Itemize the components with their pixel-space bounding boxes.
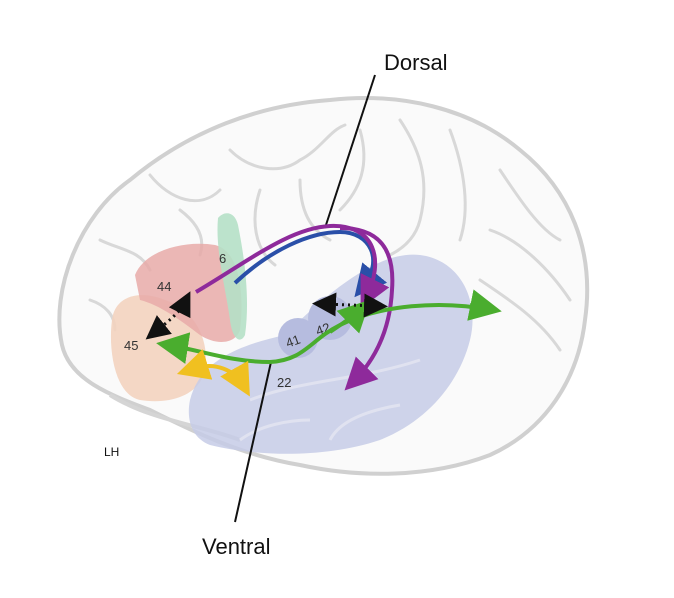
hemisphere-label: LH	[104, 445, 119, 459]
area-41-label: 41	[284, 332, 303, 351]
ventral-green-end-arrow	[467, 289, 502, 321]
dorsal-pointer-line	[324, 74, 376, 229]
ventral-pointer-line	[234, 361, 272, 523]
area-45-label: 45	[124, 338, 138, 353]
dorsal-purple-arrow-2	[339, 226, 395, 391]
area-22-label: 22	[277, 375, 291, 390]
frontal-dotted-arrow	[145, 291, 191, 340]
temporal-sulci	[239, 358, 421, 442]
temporal-region	[188, 254, 473, 454]
temporal-dotted-arrow	[312, 292, 388, 318]
dorsal-blue-arrow	[233, 229, 388, 298]
area-6-region	[217, 213, 248, 340]
area-6-label: 6	[219, 251, 226, 266]
dorsal-purple-arrow-1	[194, 223, 390, 309]
dorsal-label: Dorsal	[384, 50, 448, 75]
ventral-label: Ventral	[202, 534, 271, 559]
ventral-yellow-arrow	[176, 349, 250, 397]
area-44-label: 44	[157, 279, 171, 294]
